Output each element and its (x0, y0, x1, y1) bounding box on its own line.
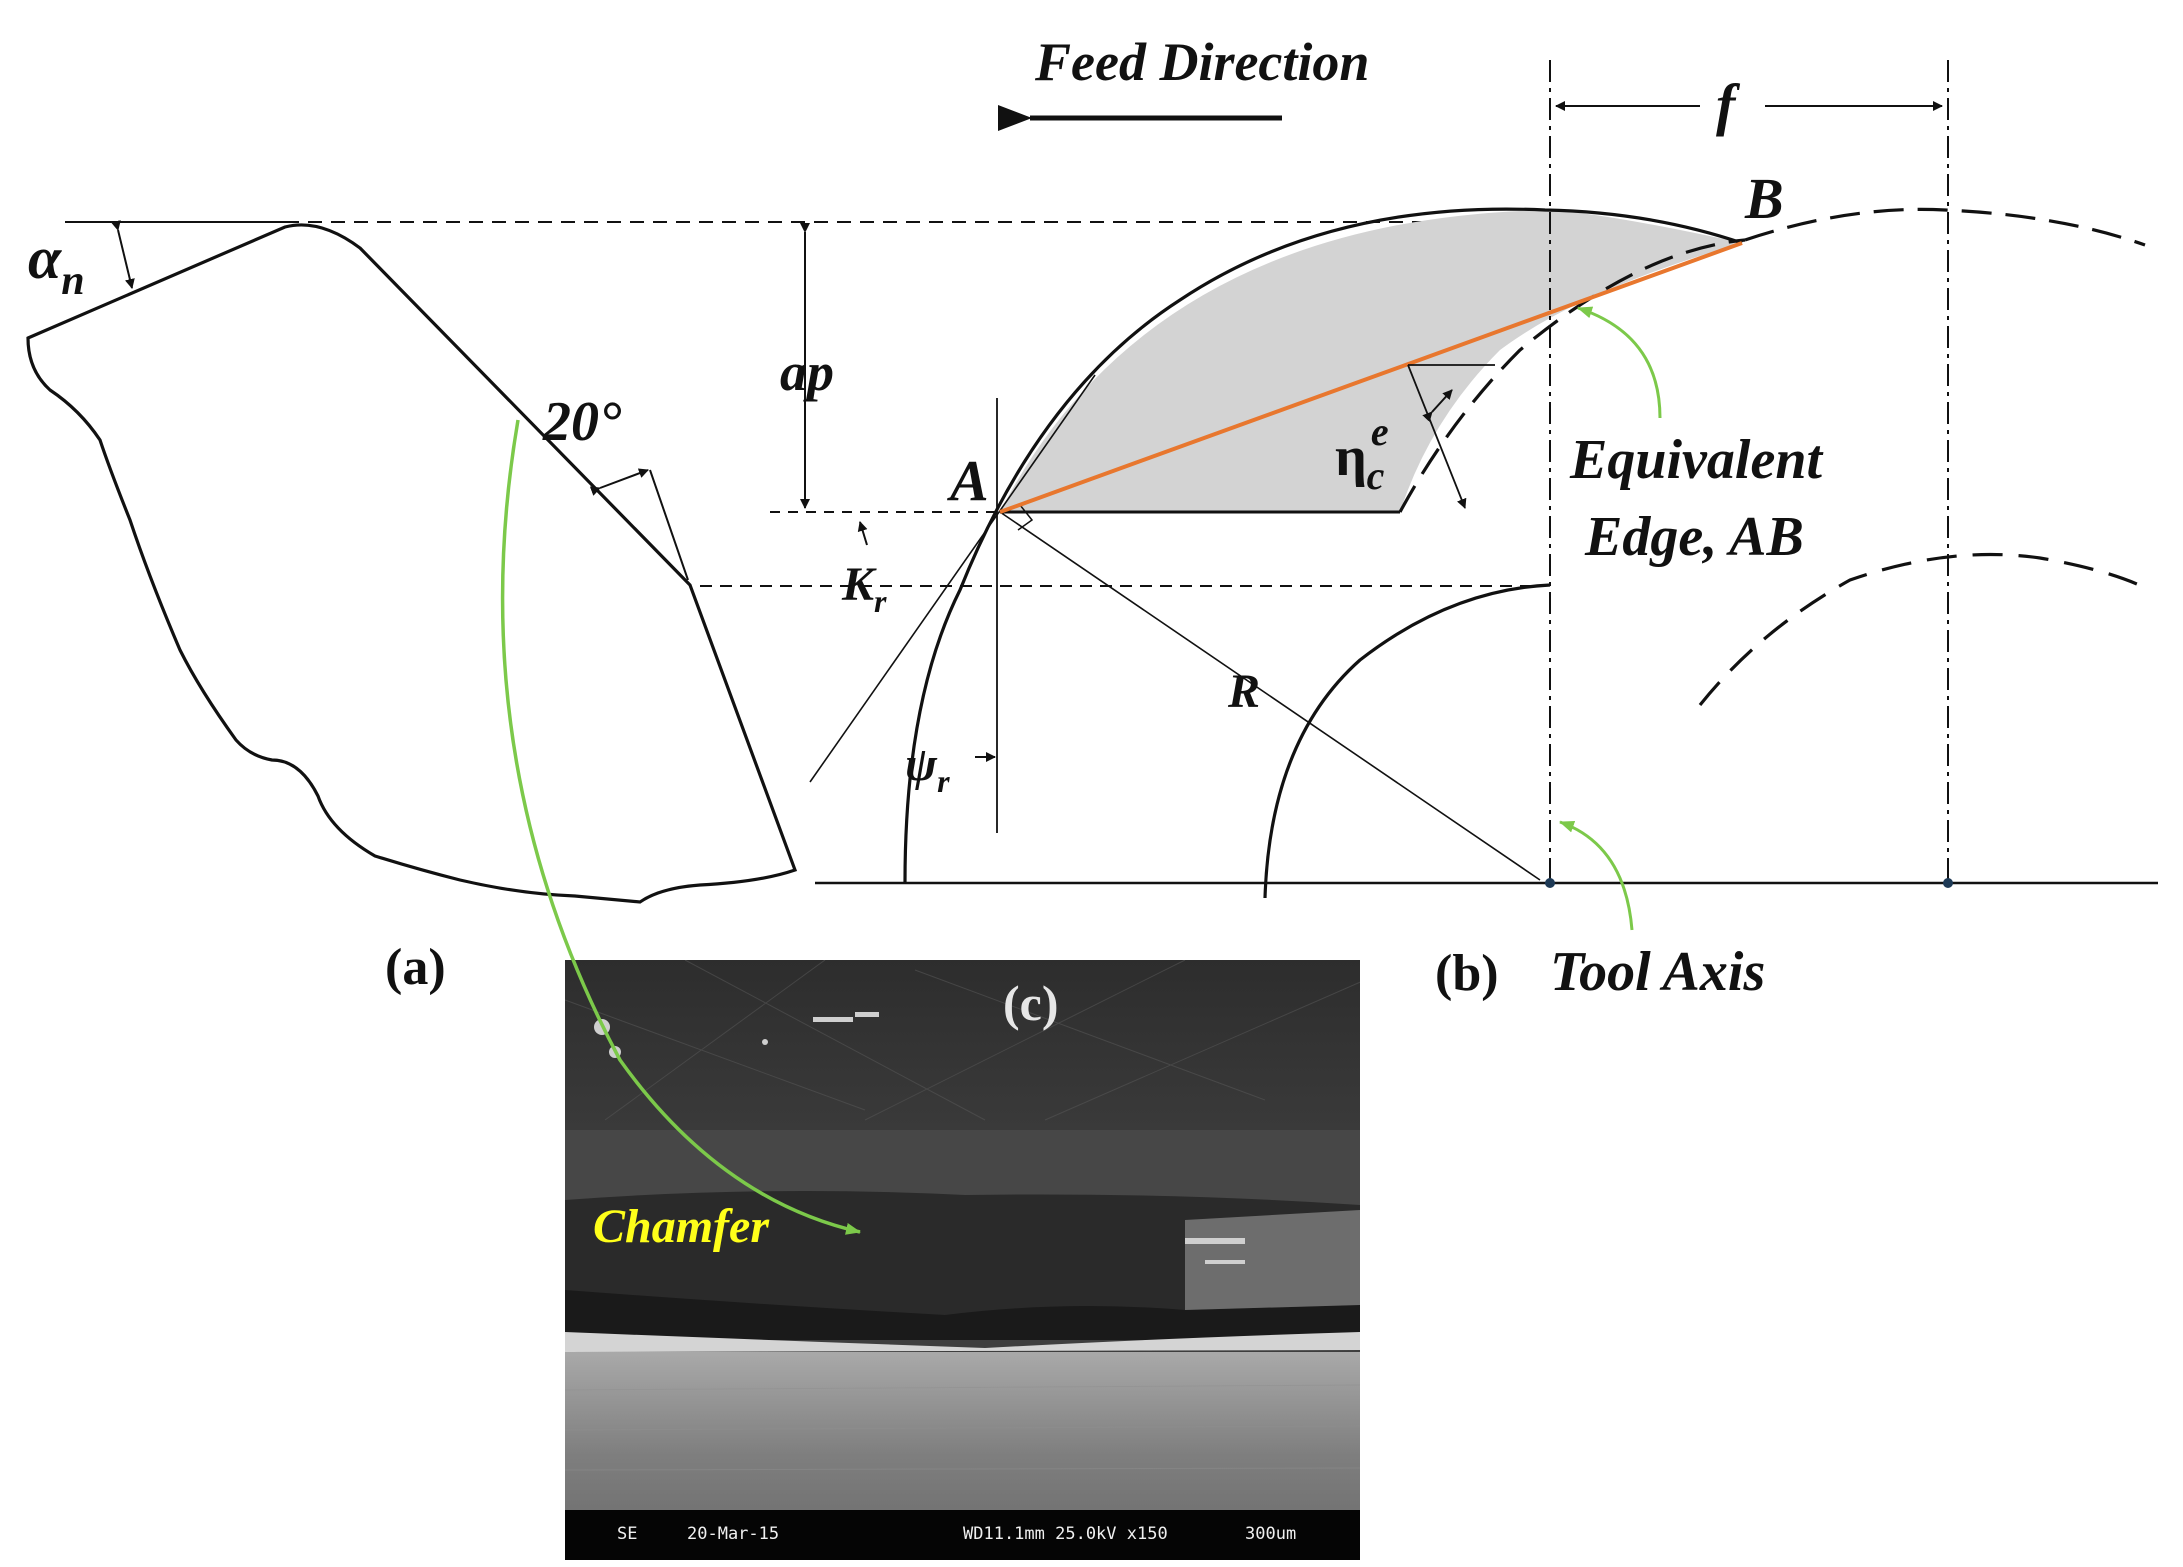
eta-normal-line (1407, 364, 1467, 509)
radius-label: R (1227, 665, 1260, 718)
f-label: f (1716, 72, 1741, 137)
kr-main: K (841, 558, 877, 611)
tool-insert-outline (26, 223, 798, 904)
psi-main: ψ (905, 738, 938, 791)
sem-info-bar: SE 20-Mar-15 WD11.1mm 25.0kV x150 300um (565, 1510, 1360, 1560)
ap-label: ap (780, 342, 834, 402)
previous-pass-arc (1398, 238, 1746, 513)
equivalent-edge-pointer (1577, 306, 1662, 419)
right-angle-mark (1017, 504, 1034, 531)
part-c-label: (c) (1003, 975, 1059, 1031)
alpha-sub: n (61, 258, 84, 304)
part-a-label: (a) (385, 939, 446, 996)
sem-mode: SE (617, 1524, 638, 1544)
kr-arrow (857, 521, 868, 546)
feed-direction-label: Feed Direction (1034, 32, 1369, 92)
alpha-main: α (28, 225, 62, 291)
tool-nose-arc (903, 207, 1743, 883)
radius-line (999, 511, 1541, 881)
sem-labels: (c) Chamfer (593, 975, 1059, 1253)
lower-previous-arc (1698, 552, 2151, 706)
part-b-label: (b) (1435, 945, 1499, 1002)
tool-axis-label: Tool Axis (1550, 941, 1765, 1003)
edge-ab-label: Edge, AB (1584, 506, 1804, 568)
angle-20-arrow (589, 468, 649, 496)
tool-axis-point-1 (1545, 878, 1555, 888)
eta-arrow (1422, 389, 1453, 423)
eta-sup: e (1371, 409, 1389, 454)
tool-axis-pointer (1559, 820, 1634, 931)
kr-sub: r (874, 583, 887, 619)
alpha-n-label: αn (28, 225, 85, 304)
psi-sub: r (937, 763, 950, 799)
psi-r-label: ψr (905, 738, 950, 799)
eta-main: η (1335, 426, 1367, 488)
chip-cross-section (1000, 210, 1742, 512)
previous-pass-arc-right (1744, 207, 2146, 247)
point-b-label: B (1744, 166, 1784, 231)
alpha-n-arrow (111, 220, 135, 289)
lower-tool-arc (1263, 583, 1551, 899)
equivalent-edge-ab (999, 241, 1743, 514)
equivalent-label: Equivalent (1569, 429, 1823, 491)
kr-label: Kr (841, 558, 887, 619)
angle-20-label: 20° (542, 391, 622, 453)
sem-parameters: WD11.1mm 25.0kV x150 (963, 1524, 1168, 1544)
eta-sub: c (1367, 453, 1385, 498)
point-a-label: A (947, 448, 989, 513)
sem-date: 20-Mar-15 (687, 1524, 780, 1544)
sem-scale: 300um (1245, 1524, 1297, 1544)
tool-axis-point-2 (1943, 878, 1953, 888)
chamfer-label: Chamfer (593, 1200, 770, 1253)
sem-micrograph: (c) Chamfer SE 20-Mar-15 WD11.1mm 25.0kV… (565, 960, 1360, 1560)
